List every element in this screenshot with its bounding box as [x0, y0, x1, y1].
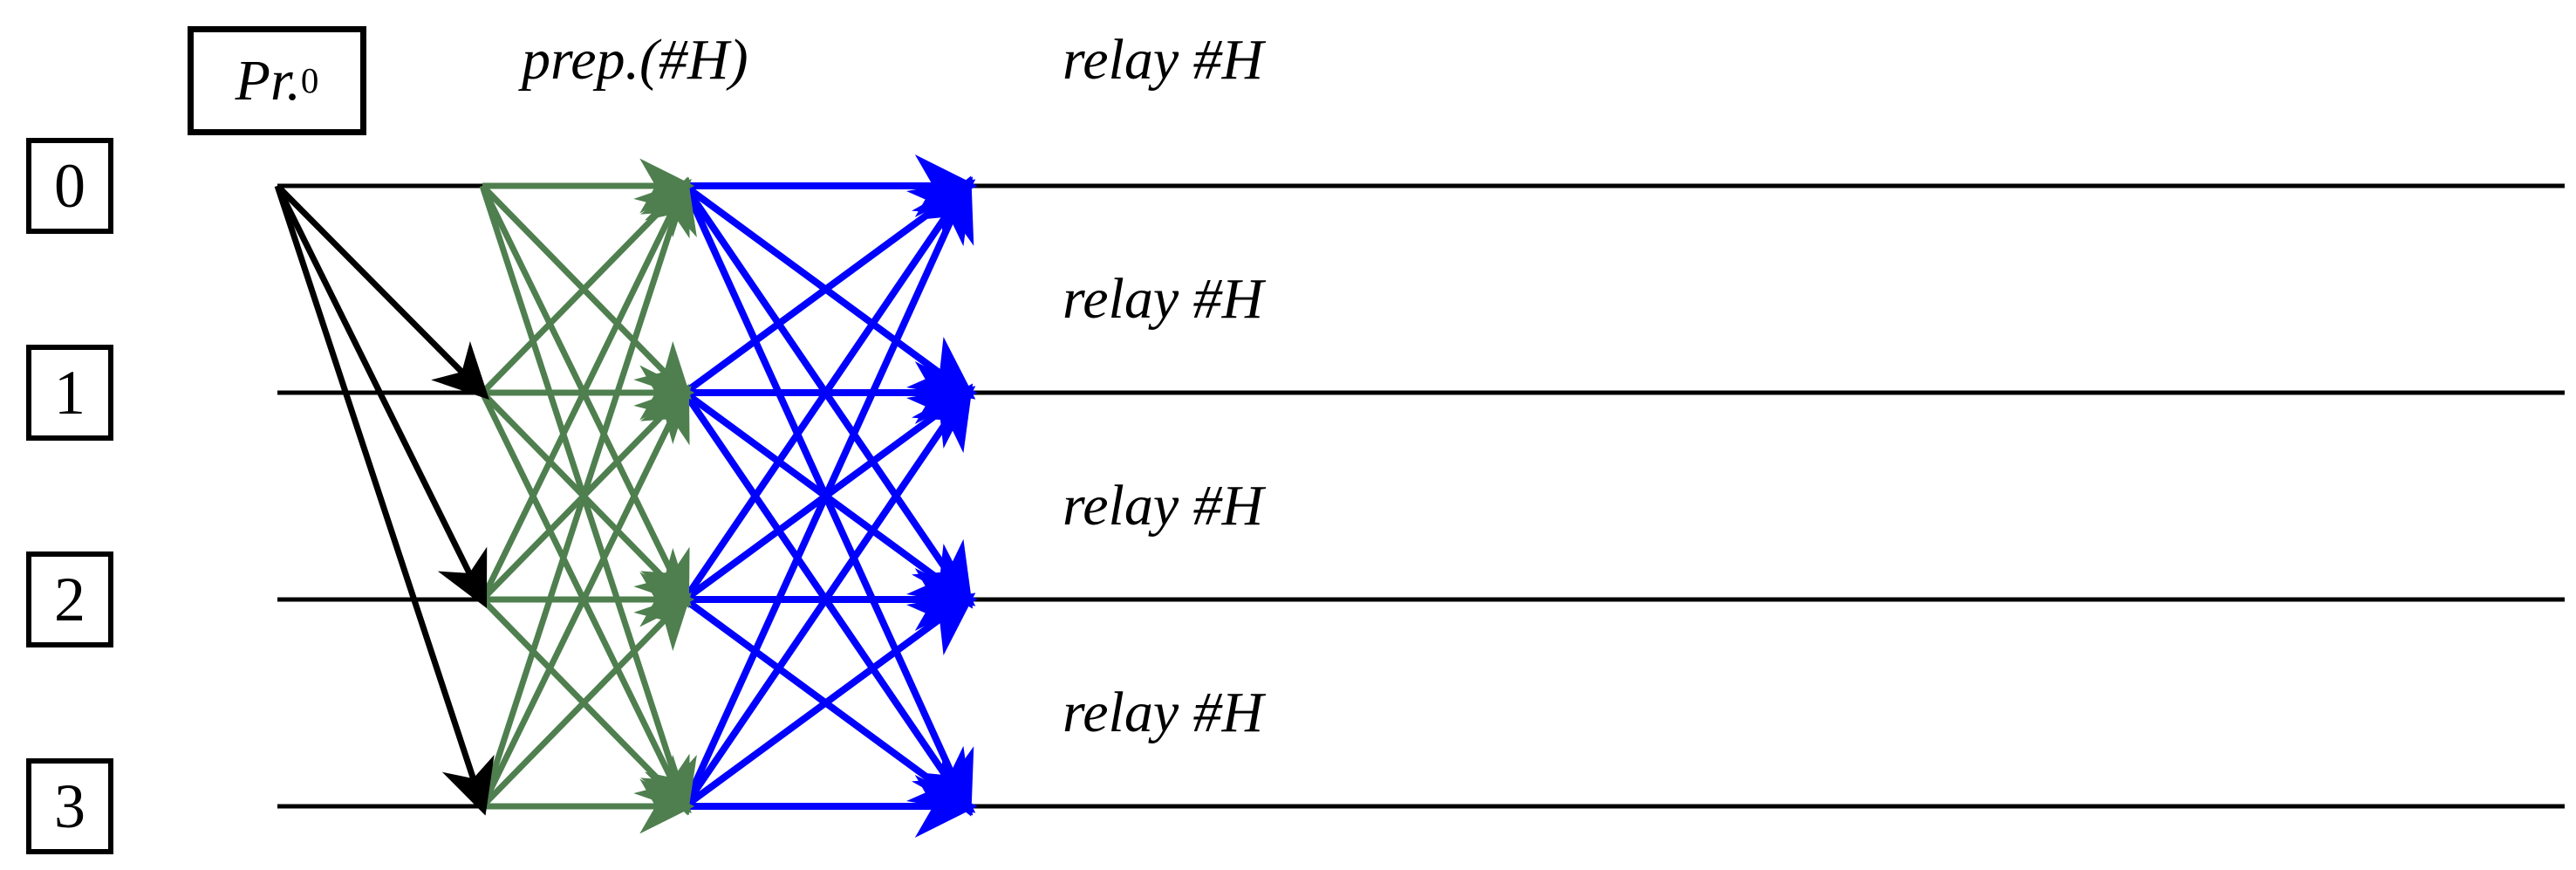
party-timelines: [277, 183, 2565, 809]
party-box-label: 0: [54, 151, 85, 221]
relay-message-edges: [681, 154, 978, 838]
party-box-label: 3: [54, 771, 85, 841]
relay-label-3: relay #H: [1063, 681, 1264, 744]
party-box-3: 3: [26, 758, 113, 854]
column-label-relay-0: relay #H: [1063, 28, 1264, 92]
relay-edge-2-to-0: [681, 176, 974, 602]
party-box-label: 2: [54, 565, 85, 634]
protocol-box: Pr.0: [188, 26, 366, 135]
relay-edge-3-to-2: [682, 593, 976, 810]
prepare-edge-3-to-0: [479, 176, 697, 808]
relay-label-1: relay #H: [1063, 267, 1264, 331]
relay-label-2: relay #H: [1063, 474, 1264, 538]
party-box-label: 1: [54, 358, 85, 428]
prepare-edge-3-to-1: [479, 383, 690, 808]
party-box-1: 1: [26, 345, 113, 441]
input-edge-0-to-3: [274, 184, 495, 816]
party-box-2: 2: [26, 551, 113, 647]
input-distribution-edges: [274, 183, 495, 816]
protocol-box-superscript: 0: [300, 61, 319, 100]
prepare-edge-2-to-0: [479, 176, 690, 601]
prepare-message-edges: [479, 158, 697, 834]
protocol-box-label: Pr.: [235, 48, 301, 113]
input-edge-0-to-1: [275, 183, 489, 400]
column-label-prepare: prep.(#H): [522, 28, 748, 92]
input-edge-0-to-2: [274, 184, 488, 609]
party-box-0: 0: [26, 138, 113, 234]
relay-edge-3-to-0: [681, 175, 974, 808]
relay-edge-3-to-1: [681, 383, 974, 809]
prepare-edge-3-to-2: [480, 592, 692, 809]
